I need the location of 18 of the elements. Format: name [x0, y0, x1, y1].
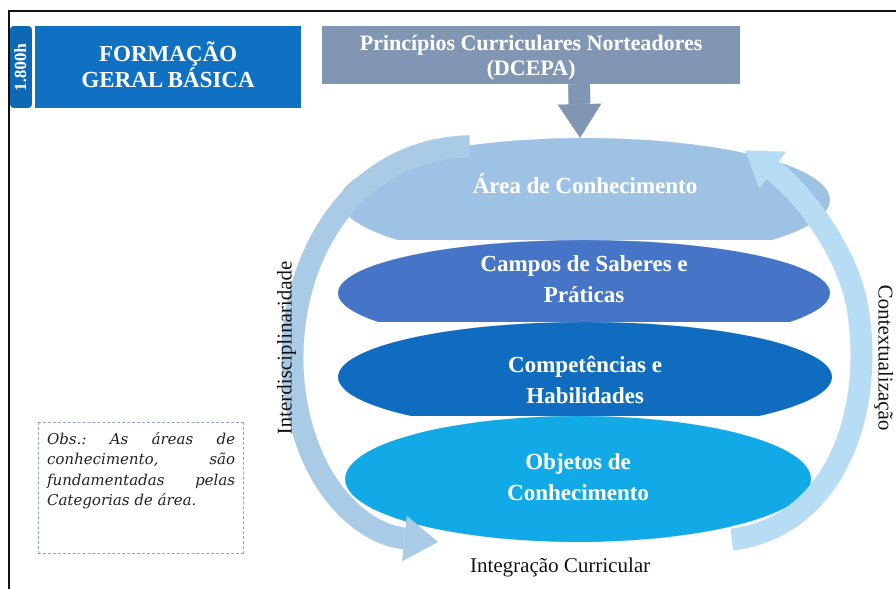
- box-title: Princípios Curriculares Norteadores (DCEPA): [358, 30, 704, 80]
- edge-label: Contextualização: [872, 284, 896, 432]
- edge-label: Interdisciplinaridade: [272, 260, 298, 436]
- layer-title: Competências e Habilidades: [507, 351, 663, 410]
- curved-arrow: [282, 135, 472, 562]
- duration-text: 1.800h: [11, 43, 31, 91]
- duration-tab: [10, 26, 32, 108]
- layer-title: Objetos de Conhecimento: [506, 448, 650, 508]
- down-arrow: [557, 84, 602, 138]
- layer-title: Campos de Saberes e Práticas: [479, 250, 689, 310]
- axis-caption: Integração Curricular: [470, 553, 650, 578]
- curved-arrow: [730, 149, 872, 550]
- layer-title: Área de Conhecimento: [472, 172, 698, 200]
- note-text: Obs.: As áreas de conhecimento, são fundamentadas pelas Categorias de área.: [47, 429, 235, 510]
- title-box: [35, 26, 301, 108]
- note-box: [38, 422, 244, 554]
- box-title: FORMAÇÃO GERAL BÁSICA: [80, 40, 256, 94]
- title-box: [322, 26, 740, 84]
